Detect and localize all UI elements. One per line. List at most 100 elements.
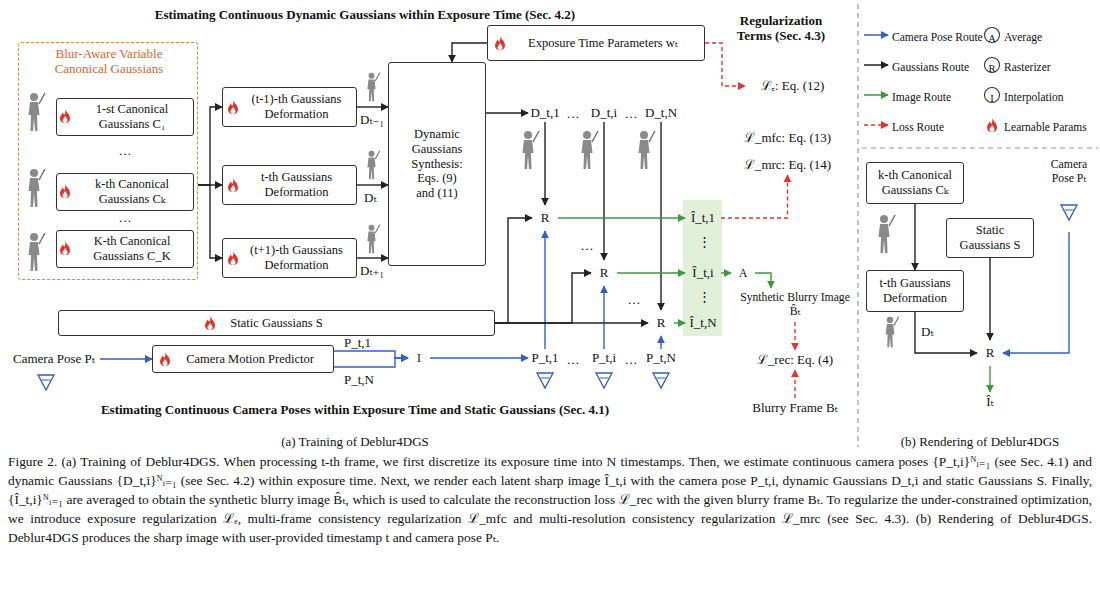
process-box: Camera Motion Predictor (152, 345, 334, 373)
connector (705, 43, 745, 86)
edge-label-holder: Dₜ₊₁ (360, 261, 384, 279)
learnable-icon (228, 100, 238, 114)
learnable-icon (495, 36, 505, 50)
node-text: Static Gaussians S (951, 223, 1029, 253)
ellipsis-mark-holder: … (118, 208, 132, 226)
process-box: Dynamic Gaussians Synthesis: Eqs. (9) an… (388, 62, 486, 266)
circle-outline (533, 206, 557, 230)
node-text: k-th Canonical Gaussians Cₖ (75, 177, 189, 207)
node-text: R (986, 345, 995, 360)
ellipsis-mark-holder: … (566, 104, 580, 122)
band-fill (5, 5, 705, 293)
panel-label-holder: (b) Rendering of Deblur4DGS (860, 432, 1100, 450)
legend-text: Loss Route (892, 121, 944, 133)
node-text: P_t,1 (531, 350, 558, 365)
section-title: Estimating Continuous Camera Poses withi… (45, 402, 665, 417)
edge-label-holder: P_t,1 (344, 333, 371, 351)
section-band: Estimating Continuous Camera Poses withi… (5, 295, 705, 425)
camera-icon (1061, 205, 1077, 220)
connector (603, 286, 604, 349)
ellipsis-mark: ⋮ (698, 289, 711, 304)
band-fill (5, 295, 705, 425)
connector (721, 175, 788, 218)
connector (334, 351, 408, 358)
output-label: Îₜ (976, 392, 1004, 412)
learnable-icon (60, 109, 70, 123)
node-text: t-th Gaussians Deformation (871, 276, 959, 306)
ellipsis-mark-holder: ⋮ (698, 287, 706, 305)
node-text: 1-st Canonical Gaussians C₁ (75, 102, 189, 132)
connector (603, 122, 604, 260)
input-label: Camera Pose Pₜ (8, 350, 100, 368)
learnable-icon (60, 184, 70, 198)
operator-circle: R (532, 205, 558, 231)
node-text: P_t,i (592, 350, 616, 365)
ellipsis-mark: … (625, 352, 638, 367)
loss-term: ℒₑ: Eq. (12) (745, 76, 840, 96)
circle-outline (978, 341, 1002, 365)
process-box: K-th Canonical Gaussians C_K (56, 230, 194, 268)
ellipsis-mark-holder: … (627, 290, 641, 308)
camera-icon (38, 375, 54, 390)
connector (989, 366, 990, 392)
legend-text-holder: Loss Route (892, 117, 944, 135)
operator-circle: I (408, 347, 430, 369)
node-text: (t+1)-th Gaussians Deformation (241, 243, 352, 273)
node-text: A (739, 266, 748, 280)
node-text: ℒ_rec: Eq. (4) (757, 352, 833, 367)
connector (198, 107, 222, 185)
legend-text: Average (1004, 31, 1042, 43)
input-label: Camera Pose Pₜ (1040, 158, 1098, 232)
ellipsis-mark-holder: … (580, 236, 594, 254)
panel-label: (a) Training of Deblur4DGS (281, 434, 429, 449)
section-title: Blur-Aware Variable Canonical Gaussians (39, 46, 179, 77)
connector (495, 273, 591, 323)
gaussian-figure (523, 131, 540, 169)
connector (357, 106, 388, 107)
process-box: (t-1)-th Gaussians Deformation (222, 87, 357, 127)
math-label: D_t,i (587, 104, 621, 122)
node-text: (t-1)-th Gaussians Deformation (241, 92, 352, 122)
edge-label-holder: Dₜ (364, 188, 377, 206)
node-text: Camera Pose Pₜ (1040, 158, 1098, 186)
panel-label: (b) Rendering of Deblur4DGS (901, 434, 1060, 449)
math-label: Î_t,N (685, 314, 721, 332)
connector (915, 312, 977, 353)
node-text: Blurry Frame Bₜ (752, 400, 838, 415)
legend-text-holder: Camera Pose Route (892, 27, 983, 45)
gaussian-figure (639, 131, 656, 169)
legend-symbol: I (990, 93, 994, 104)
edge-label-holder: Dₜ₋₁ (360, 110, 384, 128)
connector (430, 357, 528, 358)
legend-symbol-holder: I (985, 88, 999, 106)
legend-text-holder: Interpolation (1004, 87, 1063, 105)
learnable-icon (987, 118, 997, 132)
panel-separator (862, 147, 1098, 148)
math-label: Î_t,i (685, 264, 721, 282)
node-text: Dynamic Gaussians Synthesis: Eqs. (9) an… (407, 127, 467, 201)
node-text: Synthetic Blurry Image B̂ₜ (735, 291, 855, 319)
circle-outline (649, 311, 673, 335)
connector (914, 204, 915, 270)
circle-outline (732, 262, 754, 284)
ellipsis-mark-holder: ⋮ (698, 232, 706, 250)
learnable-icon (228, 178, 238, 192)
process-box: (t+1)-th Gaussians Deformation (222, 238, 357, 278)
legend-sample (864, 124, 888, 126)
legend-text: Image Route (892, 91, 951, 103)
gaussian-figure (367, 151, 379, 180)
panel-label-holder: (a) Training of Deblur4DGS (5, 432, 705, 450)
connector (357, 184, 388, 185)
camera-icon (653, 373, 669, 388)
circle-outline (592, 261, 616, 285)
node-text: Camera Motion Predictor (186, 352, 314, 367)
section-title: Estimating Continuous Dynamic Gaussians … (65, 7, 665, 22)
math-label: Î_t,1 (685, 209, 721, 227)
loss-term: ℒ_mrc: Eq. (14) (735, 155, 840, 175)
connector (544, 122, 545, 205)
edge-label: P_t,1 (344, 335, 371, 350)
panel-separator (857, 4, 858, 447)
ellipsis-mark-holder: … (624, 350, 638, 368)
legend-sample (864, 34, 888, 36)
ellipsis-mark: … (119, 210, 132, 225)
